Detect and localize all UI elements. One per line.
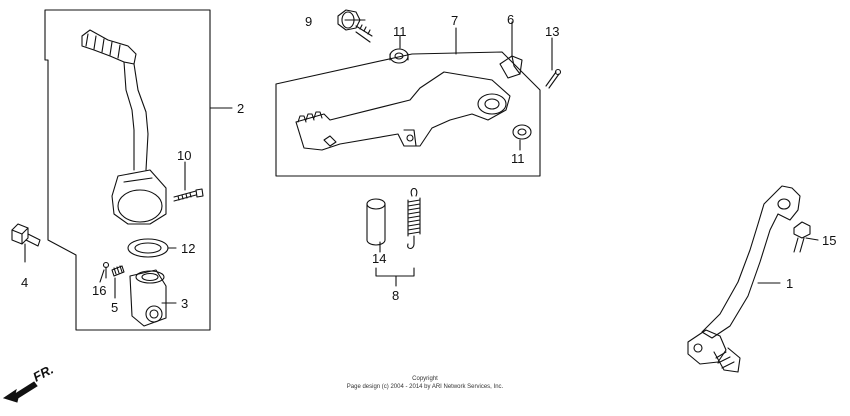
copyright-line-1: Copyright — [412, 376, 438, 382]
bushing-part-11-top — [389, 48, 409, 64]
callout-13: 13 — [545, 24, 559, 39]
group-border-kickstarter — [44, 9, 211, 331]
leader-lines — [24, 19, 819, 304]
callout-2: 2 — [237, 101, 244, 116]
brake-pedal-part-7 — [295, 71, 511, 151]
callout-4: 4 — [21, 275, 28, 290]
callout-14: 14 — [372, 251, 386, 266]
collar-part-14 — [366, 198, 386, 246]
spring-part-5 — [111, 265, 125, 277]
callout-16: 16 — [92, 283, 106, 298]
spring-part-8 — [407, 187, 421, 250]
callout-11-lower: 11 — [511, 151, 525, 166]
seal-part-12 — [127, 238, 169, 258]
clip-part-6 — [499, 55, 523, 79]
callout-3: 3 — [181, 296, 188, 311]
bushing-part-11-lower — [512, 124, 532, 140]
bolt-part-10 — [173, 188, 204, 202]
pin-part-16 — [102, 261, 110, 279]
group-border-brake-pedal — [275, 51, 541, 177]
callout-8: 8 — [392, 288, 399, 303]
callout-9: 9 — [305, 14, 312, 29]
bolt-part-4 — [11, 223, 41, 247]
pivot-bolt-part-9 — [337, 9, 373, 43]
callout-5: 5 — [111, 300, 118, 315]
copyright-line-2: Page design (c) 2004 - 2014 by ARI Netwo… — [347, 384, 504, 390]
callout-12: 12 — [181, 241, 195, 256]
cotter-pin-part-13 — [545, 68, 562, 89]
callout-15: 15 — [822, 233, 836, 248]
gearshift-pedal-part-1 — [687, 185, 801, 373]
kick-boss-part-3 — [129, 269, 167, 327]
bolt-part-15 — [793, 221, 811, 253]
kick-lever-part-2 — [81, 29, 167, 225]
callout-6: 6 — [507, 12, 514, 27]
callout-1: 1 — [786, 276, 793, 291]
callout-7: 7 — [451, 13, 458, 28]
callout-10: 10 — [177, 148, 191, 163]
front-direction-label: FR. — [30, 362, 56, 385]
front-direction-arrow-icon — [2, 381, 38, 403]
callout-11-top: 11 — [393, 24, 407, 39]
